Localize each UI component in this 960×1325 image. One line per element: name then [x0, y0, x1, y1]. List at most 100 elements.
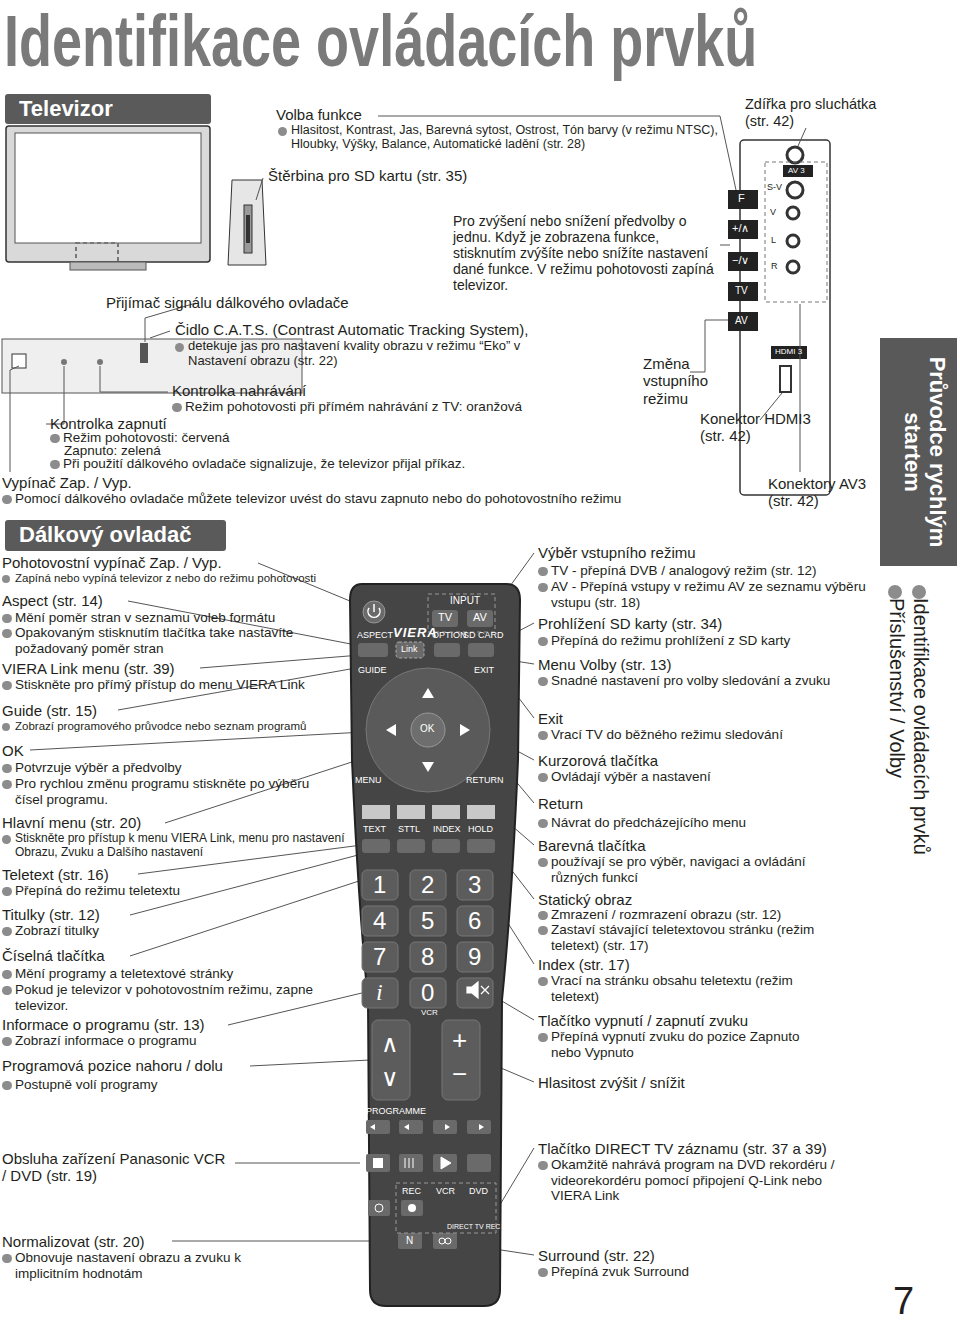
callout-text: Zastaví stávající teletextovou stránku (… [538, 922, 851, 953]
connector-label: V [770, 207, 776, 217]
callout-text: Přepíná do režimu prohlížení z SD karty [538, 633, 886, 649]
callout-heading: Teletext (str. 16) [2, 866, 109, 883]
callout-text: Potvrzuje výběr a předvolby [2, 760, 361, 776]
callout-text: Pomocí dálkového ovladače můžete televiz… [2, 491, 621, 507]
callout-text: Při použití dálkového ovladače signalizu… [50, 456, 465, 472]
callout-text: Zobrazí titulky [2, 923, 361, 939]
callout-text: Přepíná vypnutí zvuku do pozice Zapnuto … [538, 1029, 821, 1060]
button-label: −/∨ [732, 254, 749, 267]
button-label: PROGRAMME [366, 1106, 426, 1116]
button-label: − [452, 1060, 467, 1090]
callout-text: Okamžitě nahrává program na DVD rekordér… [538, 1157, 851, 1204]
callout-text: Ovládají výběr a nastavení [538, 769, 886, 785]
button-label: 6 [468, 907, 481, 935]
callout-text: Zobrazí informace o programu [2, 1033, 361, 1049]
button-label: GUIDE [358, 665, 387, 675]
tv-side [228, 180, 266, 265]
connector-label: L [771, 235, 776, 245]
callout-text: Pro rychlou změnu programu stiskněte po … [2, 776, 315, 807]
callout-heading: Guide (str. 15) [2, 702, 97, 719]
callout-heading: Normalizovat (str. 20) [2, 1233, 145, 1250]
callout-heading: Pohotovostní vypínač Zap. / Vyp. [2, 554, 222, 571]
tv-front [6, 126, 210, 270]
side-tab: Průvodce rychlým startem [880, 338, 957, 566]
button-label: DVD [469, 1186, 488, 1196]
callout-heading: Obsluha zařízení Panasonic VCR / DVD (st… [2, 1150, 232, 1185]
button-label: 8 [421, 943, 434, 971]
connector-label: S-V [767, 182, 782, 192]
button-label: 1 [373, 871, 386, 899]
page-number: 7 [893, 1280, 914, 1324]
button-label: ∨ [381, 1064, 399, 1092]
callout-text: Mění poměr stran v seznamu voleb formátu [2, 610, 361, 626]
callout-heading: Štěrbina pro SD kartu (str. 35) [268, 167, 467, 184]
callout-text: AV - Přepíná vstupy v režimu AV ze sezna… [538, 579, 876, 610]
callout-heading: Kurzorová tlačítka [538, 752, 658, 769]
button-label: HDMI 3 [775, 347, 802, 356]
button-label: 3 [468, 871, 481, 899]
button-label: 2 [421, 871, 434, 899]
callout-heading: Aspect (str. 14) [2, 592, 103, 609]
side-index: Příslušenství / Volby [885, 585, 908, 778]
callout-heading: Prohlížení SD karty (str. 34) [538, 615, 722, 632]
button-label: 9 [468, 943, 481, 971]
button-label: AV 3 [788, 166, 805, 175]
button-label: Link [401, 644, 418, 654]
side-index: Identifikace ovládacích prvků [909, 585, 932, 855]
button-label: VCR [421, 1008, 438, 1017]
button-label: 7 [373, 943, 386, 971]
callout-heading: VIERA Link menu (str. 39) [2, 660, 175, 677]
callout-heading: Return [538, 795, 583, 812]
page-title: Identifikace ovládacích prvků [4, 2, 757, 81]
connector-label: R [771, 261, 778, 271]
callout-text: Zobrazí programového průvodce nebo sezna… [2, 720, 361, 733]
section-heading: Průvodce rychlým startem [899, 344, 950, 560]
callout-heading: Tlačítko vypnutí / zapnutí zvuku [538, 1012, 748, 1029]
button-label: F [738, 192, 745, 205]
section-heading: Televizor [5, 94, 211, 122]
button-label: TV [438, 611, 452, 624]
section-band: Televizor [5, 94, 211, 124]
button-label: 0 [421, 979, 434, 1007]
button-label: VIERA [393, 626, 438, 641]
button-label: + [452, 1026, 467, 1056]
button-label: EXIT [474, 665, 494, 675]
callout-text: detekuje jas pro nastavení kvality obraz… [175, 339, 558, 369]
button-label: +/∧ [732, 222, 749, 235]
callout-text: Zapíná nebo vypíná televizor z nebo do r… [2, 572, 361, 585]
callout-text: Pokud je televizor v pohotovostním režim… [2, 982, 325, 1013]
callout-heading: Titulky (str. 12) [2, 906, 100, 923]
callout-text: Režim pohotovosti při přímém nahrávání z… [172, 399, 522, 415]
callout-text: Postupně volí programy [2, 1077, 361, 1093]
callout-heading: Přijímač signálu dálkového ovladače [106, 294, 349, 311]
callout-heading: Kontrolka nahrávání [172, 382, 306, 399]
button-label: HOLD [468, 824, 493, 834]
callout-heading: Hlasitost zvýšit / snížit [538, 1074, 685, 1091]
button-label: N [406, 1235, 413, 1247]
callout-text: Vrací na stránku obsahu teletextu (režim… [538, 973, 821, 1004]
callout-text: Stiskněte pro přístup k menu VIERA Link,… [2, 832, 350, 860]
callout-text: Mění programy a teletextové stránky [2, 966, 361, 982]
button-label: i [376, 979, 383, 1007]
button-label: DIRECT TV REC [447, 1223, 500, 1231]
remote-control [350, 584, 520, 1306]
callout-heading: Číselná tlačítka [2, 947, 105, 964]
callout-heading: Konektory AV3 (str. 42) [768, 475, 878, 510]
callout-text: Přepíná zvuk Surround [538, 1264, 886, 1280]
section-band: Dálkový ovladač [5, 520, 226, 551]
button-label: INDEX [433, 824, 461, 834]
button-label: REC [402, 1186, 421, 1196]
button-label: OPTION [432, 630, 467, 640]
callout-heading: Kontrolka zapnutí [50, 415, 167, 432]
button-label: ∧ [381, 1030, 399, 1058]
button-label: SD CARD [463, 630, 504, 640]
callout-text: Zmrazení / rozmrazení obrazu (str. 12) [538, 907, 886, 923]
callout-heading: Vypínač Zap. / Vyp. [2, 474, 132, 491]
callout-heading: Index (str. 17) [538, 956, 630, 973]
callout-heading: OK [2, 742, 24, 759]
button-label: OK [420, 723, 434, 735]
button-label: TV [735, 285, 748, 297]
callout-heading: Konektor HDMI3 (str. 42) [700, 410, 835, 445]
callout-text: používají se pro výběr, navigaci a ovlád… [538, 854, 851, 885]
callout-heading: Surround (str. 22) [538, 1247, 655, 1264]
